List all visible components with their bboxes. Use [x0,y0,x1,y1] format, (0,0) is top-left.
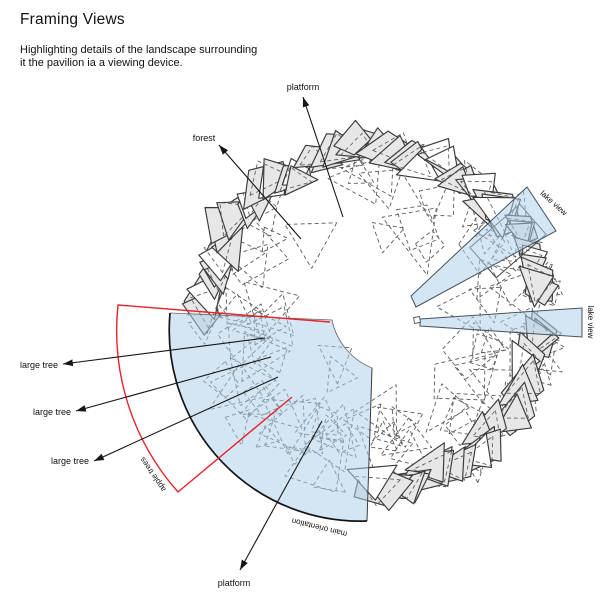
dashed-facet [377,406,423,448]
page-subtitle: Highlighting details of the landscape su… [20,44,280,70]
main-orientation-wedge-right-edge [366,367,373,522]
dashed-facet [371,222,405,254]
dashed-facet [391,406,417,436]
large-tree-1-label: large tree [20,360,58,370]
lake-view-right-label: lake view [586,306,595,339]
apple-trees-sector [115,304,331,493]
facet-fold-line [437,451,473,481]
facet-fold-line [495,386,529,419]
grey-facet [284,165,319,196]
dashed-facet [425,383,470,433]
dashed-facet [284,222,338,269]
dashed-facet [468,286,502,324]
dashed-facet [453,355,498,405]
large-tree-1-arrow [62,337,266,367]
annotation-arrows [62,96,344,571]
dashed-facet [347,155,375,184]
facet-fold-line [355,475,401,506]
dashed-facet [472,322,510,360]
dashed-facet [217,218,289,286]
facet-fold-line [190,285,225,329]
dashed-facet [261,226,289,253]
dashed-facet [389,428,430,469]
facet-fold-line [279,166,312,192]
facet-fold-line [440,167,473,195]
dashed-facet [400,162,457,223]
facet-fold-line [527,264,556,304]
subtitle-line-1: Highlighting details of the landscape su… [20,44,258,56]
view-apex-marker [413,316,421,324]
main-orientation-wedge-arc [168,312,368,522]
header: Framing Views Highlighting details of th… [20,11,257,69]
dashed-facet [381,207,437,276]
large-tree-2-arrow [75,356,272,412]
main-orientation-wedge-top-edge [169,312,373,369]
facet-fold-line [392,147,432,178]
facet-fold-line [249,160,291,196]
facet-fold-line [462,435,494,467]
page-title: Framing Views [20,11,125,28]
dashed-facet [227,243,269,289]
lake-view-right-wedge [419,307,583,338]
dashed-facet [327,156,381,205]
dashed-facet [433,351,486,401]
platform-top-label: platform [287,82,320,92]
forest-label: forest [193,133,216,143]
dashed-facet [380,417,433,456]
facet-fold-line [203,234,234,274]
dashed-facet [489,263,540,306]
grey-facet [518,265,555,308]
dashed-facet [448,397,486,435]
facet-fold-line [483,190,520,232]
platform-bottom-arrow [239,420,323,571]
facet-fold-line [472,410,501,438]
lake-view-upper-wedge [410,186,557,308]
large-tree-2-label: large tree [33,407,71,417]
forest-arrow [218,144,302,240]
dashed-facet [509,330,560,377]
dashed-facet [527,348,563,373]
platform-top-arrow [302,96,344,218]
main-orientation-wedge [169,313,372,522]
dashed-facet [396,204,440,251]
platform-bottom-label: platform [218,578,251,588]
subtitle-line-2: it the pavilion ia a viewing device. [20,57,183,70]
large-tree-3-label: large tree [51,456,89,466]
facet-fold-line [219,202,255,237]
dashed-facet [358,168,403,210]
facet-fold-line [339,132,380,160]
large-tree-3-arrow [93,376,279,462]
facet-fold-line [460,180,492,213]
dashed-facet [369,420,399,452]
dashed-facet [354,384,398,441]
dashed-facet [476,258,512,300]
dashed-facet [415,229,446,263]
